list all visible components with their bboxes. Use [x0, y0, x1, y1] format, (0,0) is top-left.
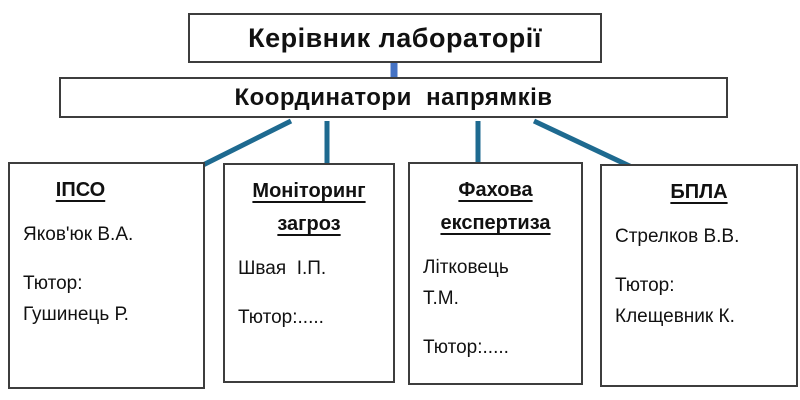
dept-title: ІПСО — [55, 179, 106, 201]
dept-tutor-label: Тютор: — [615, 275, 675, 296]
dept-tutor-label: Тютор:..... — [423, 337, 509, 358]
dept-title-line-1: Моніторинг — [252, 180, 366, 202]
dept-lead-name-line-1: Літковець — [423, 257, 509, 278]
dept-title-line-2: загроз — [277, 213, 341, 235]
coordinators-label: Координатори напрямків — [234, 83, 553, 111]
root-node-label: Керівник лабораторії — [248, 22, 542, 53]
connector-to-ipso — [201, 118, 293, 168]
dept-title-line-2: експертиза — [440, 212, 551, 234]
dept-tutor-name: Клещевник К. — [615, 306, 735, 327]
dept-lead-name: Яков'юк В.А. — [23, 224, 134, 245]
dept-lead-name: Швая І.П. — [238, 258, 327, 279]
dept-node-bpla: БПЛА Стрелков В.В. Тютор: Клещевник К. — [600, 164, 798, 387]
dept-title: БПЛА — [670, 181, 728, 203]
coordinators-node: Координатори напрямків — [59, 77, 728, 118]
dept-tutor-name: Гушинець Р. — [23, 304, 129, 325]
dept-node-ipso: ІПСО Яков'юк В.А. Тютор: Гушинець Р. — [8, 162, 205, 389]
dept-tutor-label: Тютор: — [23, 273, 83, 294]
dept-tutor-label: Тютор:..... — [238, 307, 324, 328]
connector-to-bpla — [532, 118, 640, 173]
dept-lead-name-line-2: Т.М. — [423, 288, 459, 309]
dept-node-expertise: Фахова експертиза Літковець Т.М. Тютор:.… — [408, 162, 583, 385]
dept-title-line-1: Фахова — [458, 179, 533, 201]
dept-node-monitoring: Моніторинг загроз Швая І.П. Тютор:..... — [223, 163, 395, 383]
dept-lead-name: Стрелков В.В. — [615, 226, 740, 247]
root-node-lab-head: Керівник лабораторії — [188, 13, 602, 63]
